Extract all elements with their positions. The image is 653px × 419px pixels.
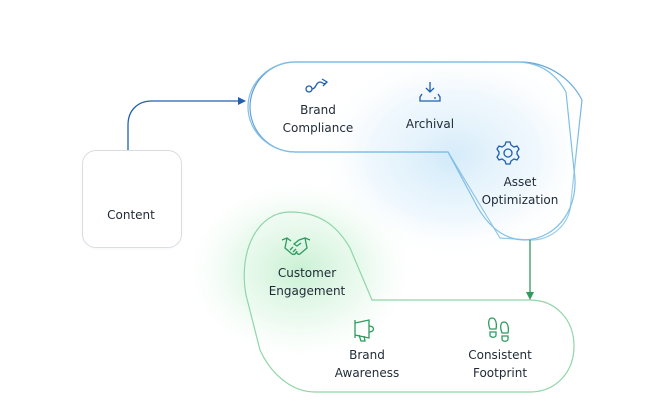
green-glow xyxy=(180,175,420,365)
content-label-text: Content xyxy=(107,208,155,222)
asset-optimization-label: Asset Optimization xyxy=(470,173,570,209)
brand-compliance-label: Brand Compliance xyxy=(268,101,368,137)
connector-content-to-top xyxy=(127,100,240,150)
consistent-footprint-line-2: Footprint xyxy=(472,366,528,380)
consistent-footprint-line-1: Consistent xyxy=(468,348,532,362)
connector-arrowhead-green xyxy=(526,292,534,300)
archival-label: Archival xyxy=(390,115,470,133)
brand-awareness-label: Brand Awareness xyxy=(322,346,412,382)
top-track-shape xyxy=(249,61,583,241)
customer-engagement-line-1: Customer xyxy=(277,266,337,280)
footprints-icon xyxy=(488,317,510,342)
consistent-footprint-label: Consistent Footprint xyxy=(452,346,548,382)
connector-arrowhead-blue xyxy=(238,97,246,105)
gear-icon xyxy=(496,141,520,165)
megaphone-icon xyxy=(354,319,375,342)
top-track-outline xyxy=(247,61,576,241)
brand-compliance-line-1: Brand xyxy=(300,103,336,117)
asset-optimization-line-1: Asset xyxy=(503,175,537,189)
customer-engagement-label: Customer Engagement xyxy=(252,264,362,300)
asset-optimization-line-2: Optimization xyxy=(481,193,559,207)
content-node xyxy=(82,150,182,248)
handshake-icon xyxy=(281,237,311,256)
bottom-track-outline xyxy=(243,211,575,393)
brand-compliance-line-2: Compliance xyxy=(282,121,354,135)
customer-engagement-line-2: Engagement xyxy=(268,284,346,298)
download-tray-icon xyxy=(419,82,441,102)
archival-line-1: Archival xyxy=(405,117,455,131)
brand-awareness-line-1: Brand xyxy=(349,348,385,362)
brand-awareness-line-2: Awareness xyxy=(334,366,400,380)
content-label: Content xyxy=(82,206,180,224)
route-icon xyxy=(305,78,329,93)
